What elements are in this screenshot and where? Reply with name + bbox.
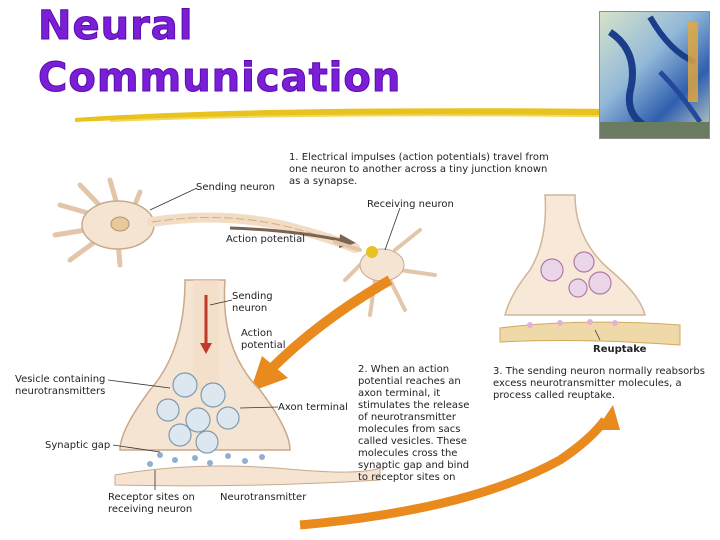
axon-terminal-label: Axon terminal (278, 402, 348, 413)
textbook-cover-image (599, 11, 710, 139)
neural-communication-diagram (52, 177, 681, 530)
receptor-sites-label: Receptor sites on receiving neuron (108, 492, 195, 515)
receiving-neuron-label: Receiving neuron (367, 199, 454, 210)
orange-arrow-2 (299, 417, 609, 530)
receiving-neuron (333, 228, 437, 317)
sending-neuron-label-mid: Sending neuron (232, 291, 273, 314)
neurotransmitter-label: Neurotransmitter (220, 492, 307, 503)
orange-arrow-1 (266, 275, 393, 374)
title-line-2: Communication (37, 55, 402, 101)
synaptic-gap-label: Synaptic gap (45, 440, 111, 451)
action-potential-arrow-top (229, 226, 341, 242)
action-potential-label-top: Action potential (226, 234, 305, 245)
reuptake-label: Reuptake (593, 344, 647, 355)
action-potential-label-mid: Action potential (241, 328, 286, 351)
orange-arrowhead-1 (250, 356, 288, 392)
step-2-text: 2. When an action potential reaches an a… (358, 364, 470, 483)
vesicle-label: Vesicle containing neurotransmitters (15, 374, 106, 397)
title-line-1: Neural (38, 3, 194, 49)
receiving-membrane (114, 465, 381, 487)
orange-arrowhead-2 (596, 405, 620, 430)
vesicles (156, 372, 240, 454)
reuptake-terminal (499, 194, 681, 346)
step-1-text: 1. Electrical impulses (action potential… (289, 152, 549, 187)
sending-neuron-label-top: Sending neuron (196, 182, 276, 193)
neurotransmitter-molecules (147, 452, 265, 467)
leader-lines (107, 187, 601, 490)
decorative-swoosh (75, 108, 705, 122)
step-3-text: 3. The sending neuron normally reabsorbs… (493, 366, 705, 401)
